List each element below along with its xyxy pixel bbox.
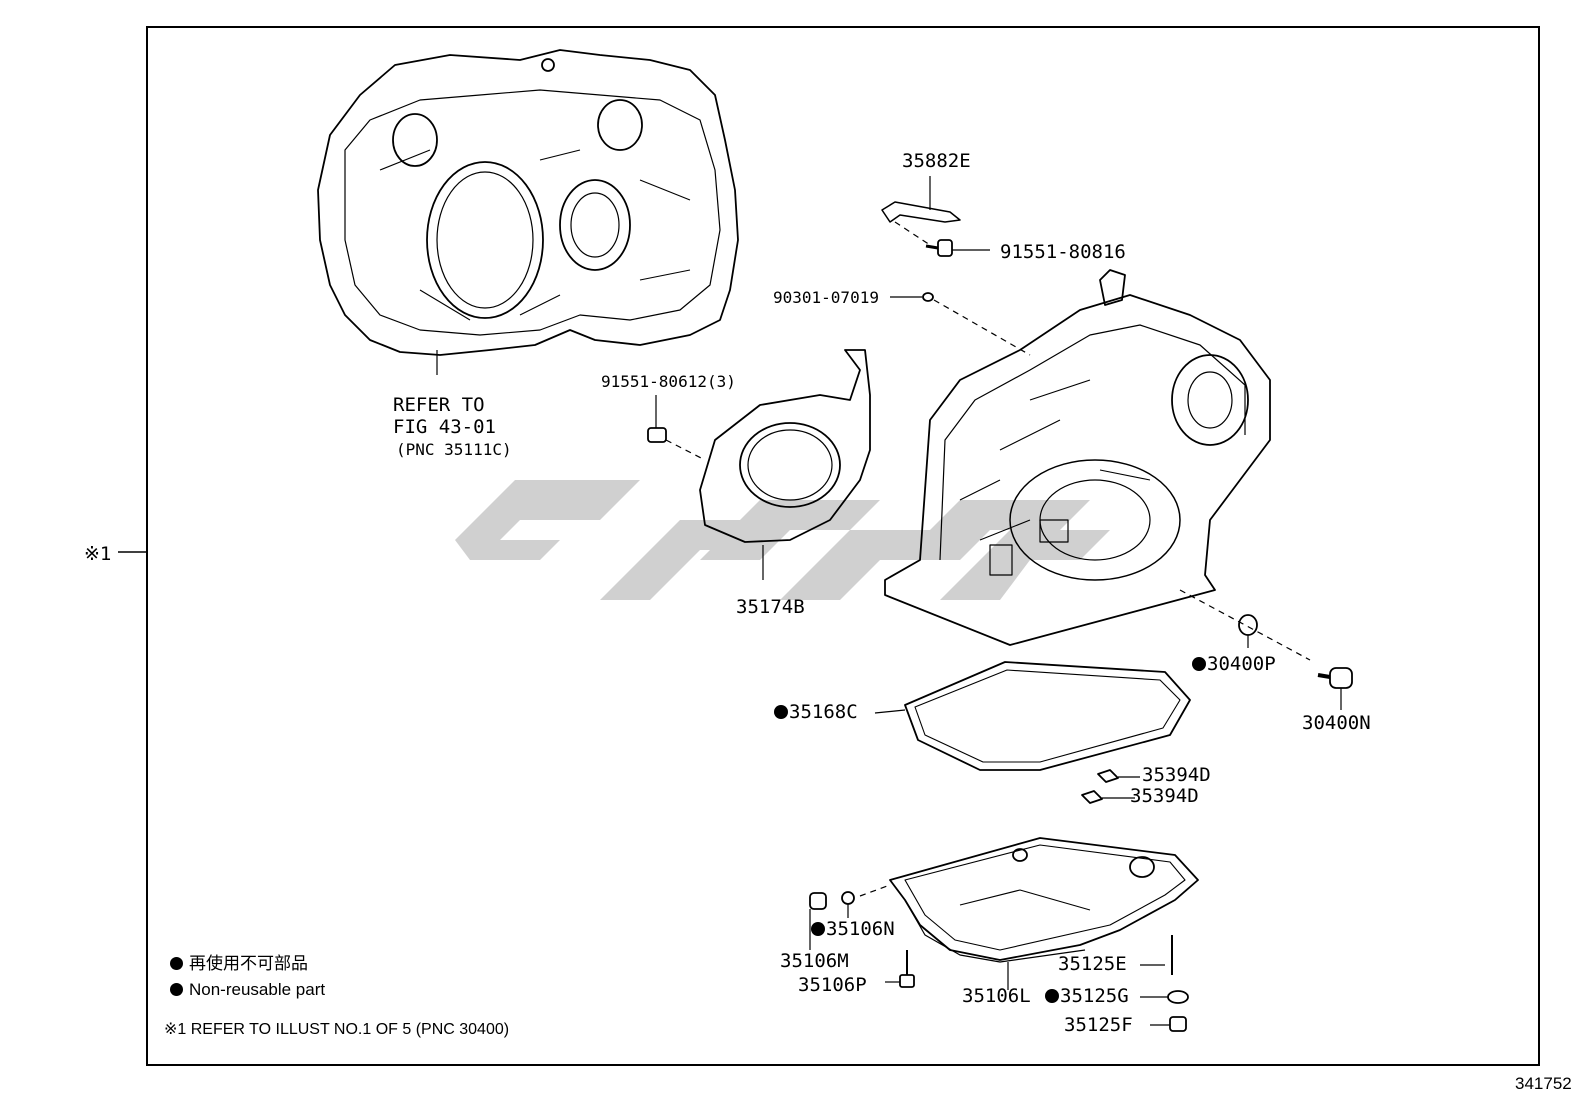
non-reusable-dot (774, 705, 788, 719)
magnet-35394d-drawing (1081, 769, 1140, 804)
watermark-logo (455, 480, 1110, 600)
transaxle-housing-drawing (317, 49, 739, 375)
part-label-35106m: 35106M (780, 950, 849, 972)
part-label-90301-07019: 90301-07019 (773, 288, 879, 307)
part-label-91551-80612: 91551-80612(3) (601, 372, 736, 391)
legend-dot-icon (170, 983, 183, 996)
cover-35174b-drawing (699, 349, 871, 580)
part-label-35106n: 35106N (811, 920, 895, 939)
bolt-91551-80612-drawing (647, 395, 706, 461)
clip-35882e-drawing (881, 176, 961, 246)
part-label-35394d-upper: 35394D (1142, 764, 1211, 786)
legend-dot-icon (170, 957, 183, 970)
pan-gasket-35168c-drawing (874, 661, 1191, 771)
side-note-label: ※1 (84, 543, 112, 565)
bolt-91551-80816-drawing (925, 239, 990, 257)
legend-en: Non-reusable part (170, 981, 325, 998)
pan-fasteners-drawing (809, 884, 1189, 1032)
non-reusable-dot (811, 922, 825, 936)
oil-pan-35106l-drawing (889, 837, 1199, 990)
part-label-35125e: 35125E (1058, 953, 1127, 975)
part-label-35174b: 35174B (736, 596, 805, 618)
housing-ref-line1: REFER TO (393, 394, 485, 416)
diagram-frame (146, 26, 1540, 1066)
part-label-30400n: 30400N (1302, 712, 1371, 734)
non-reusable-dot (1192, 657, 1206, 671)
housing-ref-line3: (PNC 35111C) (396, 440, 512, 459)
figure-number: 341752 (1515, 1074, 1572, 1093)
part-label-35106l: 35106L (962, 985, 1031, 1007)
legend-note: ※1 REFER TO ILLUST NO.1 OF 5 (PNC 30400) (164, 1021, 510, 1038)
drain-plug-30400-drawing (1179, 589, 1353, 710)
housing-ref-line2: FIG 43-01 (393, 416, 496, 438)
transaxle-assembly-drawing (884, 269, 1271, 646)
part-label-91551-80816: 91551-80816 (1000, 241, 1126, 263)
part-label-35882e: 35882E (902, 150, 971, 172)
oring-90301-07019-drawing (890, 292, 1031, 356)
part-label-30400p: 30400P (1192, 655, 1276, 674)
part-label-35106p: 35106P (798, 974, 867, 996)
part-label-35394d-lower: 35394D (1130, 785, 1199, 807)
non-reusable-dot (1045, 989, 1059, 1003)
part-label-35125g: 35125G (1045, 987, 1129, 1006)
part-label-35168c: 35168C (774, 703, 858, 722)
legend-jp: 再使用不可部品 (170, 955, 308, 972)
part-label-35125f: 35125F (1064, 1014, 1133, 1036)
